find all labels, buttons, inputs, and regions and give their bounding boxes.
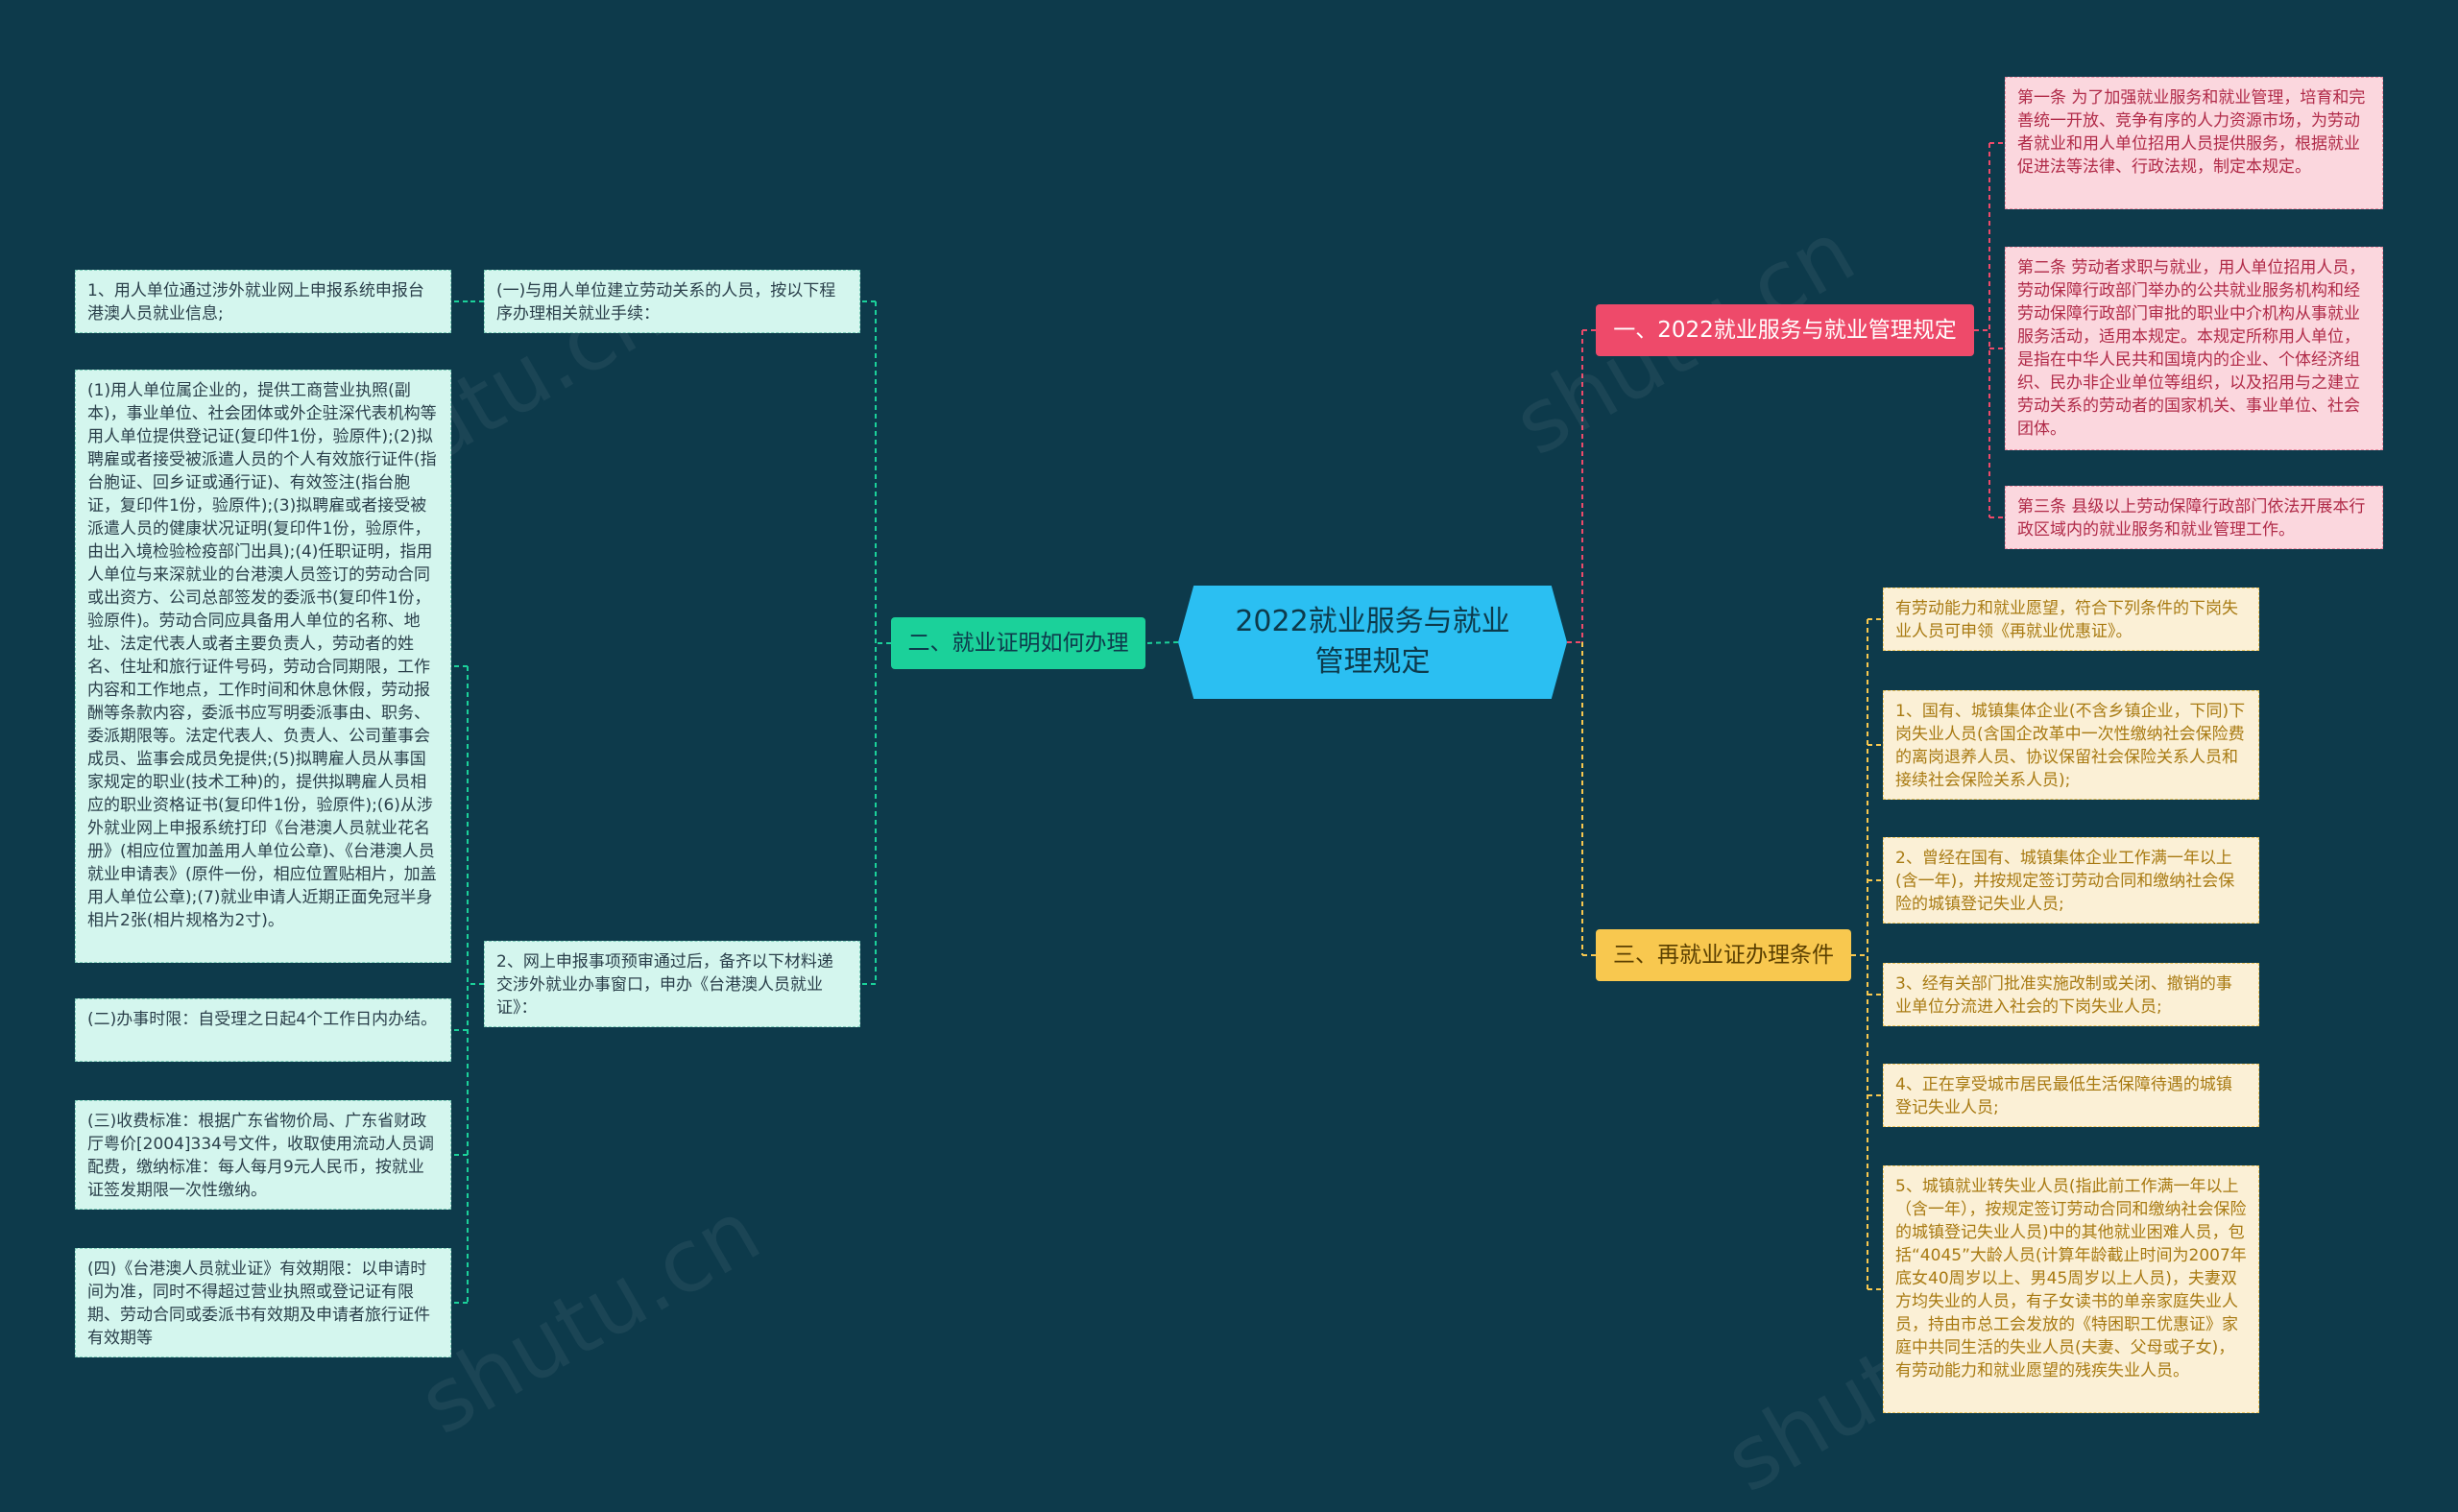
leaf-article-3: 第三条 县级以上劳动保障行政部门依法开展本行政区域内的就业服务和就业管理工作。 <box>2005 486 2383 549</box>
central-topic[interactable]: 2022就业服务与就业管理规定 <box>1178 586 1567 699</box>
leaf-condition-4: 4、正在享受城市居民最低生活保障待遇的城镇登记失业人员; <box>1883 1064 2259 1127</box>
leaf-validity-period: (四)《台港澳人员就业证》有效期限：以申请时间为准，同时不得超过营业执照或登记证… <box>75 1248 451 1357</box>
leaf-fee-standard: (三)收费标准：根据广东省物价局、广东省财政厅粤价[2004]334号文件，收取… <box>75 1100 451 1210</box>
leaf-article-1: 第一条 为了加强就业服务和就业管理，培育和完善统一开放、竞争有序的人力资源市场，… <box>2005 77 2383 209</box>
leaf-online-declaration: 2、网上申报事项预审通过后，备齐以下材料递交涉外就业办事窗口，申办《台港澳人员就… <box>484 941 860 1027</box>
branch-regulations[interactable]: 一、2022就业服务与就业管理规定 <box>1596 304 1974 356</box>
leaf-condition-5: 5、城镇就业转失业人员(指此前工作满一年以上（含一年），按规定签订劳动合同和缴纳… <box>1883 1165 2259 1413</box>
leaf-condition-3: 3、经有关部门批准实施改制或关闭、撤销的事业单位分流进入社会的下岗失业人员; <box>1883 963 2259 1026</box>
leaf-condition-2: 2、曾经在国有、城镇集体企业工作满一年以上(含一年)，并按规定签订劳动合同和缴纳… <box>1883 837 2259 924</box>
leaf-labor-relation-procedure: (一)与用人单位建立劳动关系的人员，按以下程序办理相关就业手续： <box>484 270 860 333</box>
branch-employment-certificate[interactable]: 二、就业证明如何办理 <box>891 617 1145 669</box>
central-topic-label: 2022就业服务与就业管理规定 <box>1235 605 1510 679</box>
leaf-condition-1: 1、国有、城镇集体企业(不含乡镇企业，下同)下岗失业人员(含国企改革中一次性缴纳… <box>1883 690 2259 800</box>
leaf-article-2: 第二条 劳动者求职与就业，用人单位招用人员，劳动保障行政部门举办的公共就业服务机… <box>2005 247 2383 450</box>
branch-reemployment-conditions[interactable]: 三、再就业证办理条件 <box>1596 929 1851 981</box>
connector <box>1145 641 1179 644</box>
leaf-reemployment-intro: 有劳动能力和就业愿望，符合下列条件的下岗失业人员可申领《再就业优惠证》。 <box>1883 588 2259 651</box>
leaf-required-materials: (1)用人单位属企业的，提供工商营业执照(副本)，事业单位、社会团体或外企驻深代… <box>75 370 451 963</box>
leaf-processing-time: (二)办事时限：自受理之日起4个工作日内办结。 <box>75 998 451 1062</box>
leaf-online-report: 1、用人单位通过涉外就业网上申报系统申报台港澳人员就业信息; <box>75 270 451 333</box>
